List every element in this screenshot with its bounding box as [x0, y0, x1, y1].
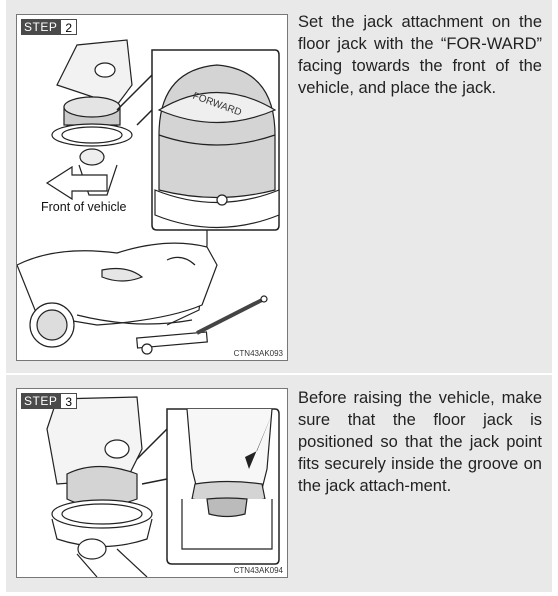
step-2-badge: STEP 2 — [21, 19, 78, 35]
figure-code: CTN43AK094 — [233, 566, 283, 575]
instruction-page: FORWARD STEP 2 Front of — [6, 0, 552, 592]
step-number: 2 — [60, 19, 78, 35]
step-number: 3 — [60, 393, 78, 409]
step-3-description: Before raising the vehicle, make sure th… — [298, 389, 542, 495]
step-2-figure: FORWARD STEP 2 Front of — [16, 14, 288, 361]
step-label: STEP — [21, 19, 61, 35]
front-of-vehicle-caption: Front of vehicle — [41, 200, 127, 214]
step-3-figure: STEP 3 CTN43AK094 — [16, 388, 288, 578]
pointer-arrow — [245, 414, 272, 469]
step-2-description: Set the jack attachment on the floor jac… — [298, 13, 542, 97]
step-3-illustration — [46, 396, 280, 577]
forward-arrow — [45, 165, 108, 201]
section-divider — [6, 373, 552, 375]
step-2-illustration: FORWARD — [17, 39, 280, 355]
step-label: STEP — [21, 393, 61, 409]
figure-code: CTN43AK093 — [233, 349, 283, 358]
step-3-badge: STEP 3 — [21, 393, 78, 409]
